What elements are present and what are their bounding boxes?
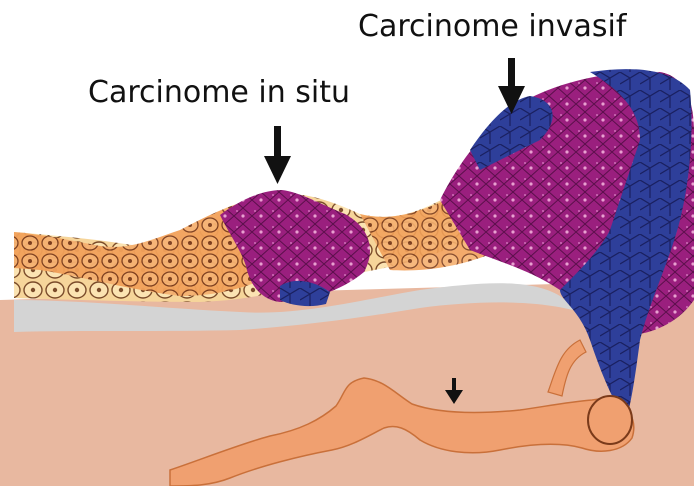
arrow-down-icon <box>264 126 291 184</box>
vessel-end <box>588 396 632 444</box>
